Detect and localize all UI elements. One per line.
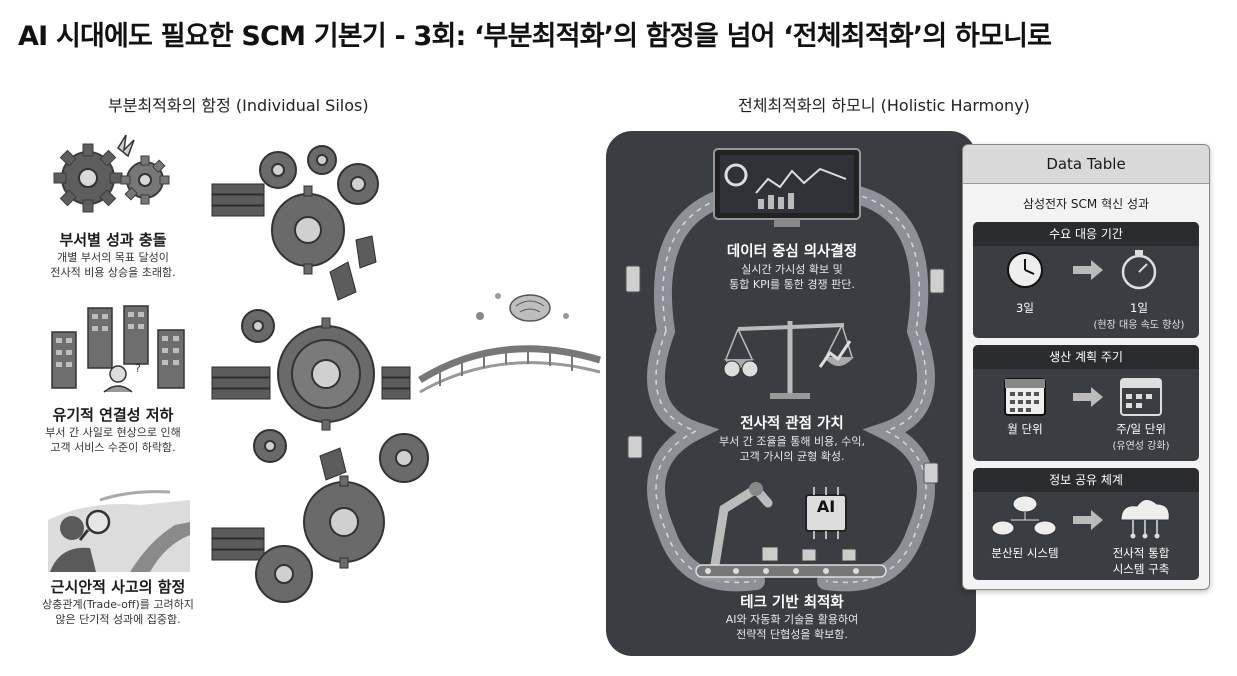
silo-item-desc: 부서 간 사일로 현상으로 인해 — [45, 426, 181, 439]
integrated-cloud-icon — [1120, 499, 1170, 539]
broken-wall-icon — [211, 183, 411, 561]
harmony-item-title: 데이터 중심 의사결정 — [726, 244, 858, 260]
silos-section-title: 부분최적화의 함정 (Individual Silos) — [108, 96, 369, 115]
harmony-item-title: 테크 기반 최적화 — [740, 595, 844, 611]
silo-buildings-icon: ? — [51, 305, 185, 393]
data-table-row: 정보 공유 체계 분산된 시스템 전사적 통합 시스템 구축 — [973, 468, 1199, 580]
silos-illustration: ? — [48, 134, 602, 603]
harmony-item-title: 전사적 관점 가치 — [740, 416, 844, 432]
ai-chip-label: AI — [816, 497, 836, 516]
silo-item-title: 부서별 성과 충돌 — [59, 231, 167, 249]
after-note: (현장 대응 속도 향상) — [1093, 320, 1185, 331]
ai-chip-icon — [805, 487, 847, 539]
data-table-subtitle: 삼성전자 SCM 혁신 성과 — [1022, 197, 1150, 211]
balance-scale-icon — [723, 321, 854, 399]
robot-arm-icon — [702, 482, 857, 581]
after-note: (유연성 강화) — [1112, 441, 1170, 452]
dashboard-monitor-icon — [713, 148, 861, 227]
page-title: AI 시대에도 필요한 SCM 기본기 - 3회: ‘부분최적화’의 함정을 넘… — [18, 21, 1052, 52]
arrow-right-icon — [1073, 260, 1103, 280]
before-value: 3일 — [1016, 301, 1034, 315]
harmony-item-desc: 전략적 단협성을 확보함. — [736, 628, 848, 641]
row-icons — [1007, 250, 1157, 290]
row-icons — [1004, 378, 1162, 416]
silo-item-desc: 전사적 비용 상승을 초래함. — [50, 266, 176, 279]
data-table-row: 수요 대응 기간 3일 1일 (현장 대응 속도 향상) — [973, 222, 1199, 338]
after-value: 주/일 단위 — [1116, 422, 1166, 436]
silo-item: 유기적 연결성 저하 부서 간 사일로 현상으로 인해 고객 서비스 수준이 하… — [18, 404, 208, 455]
harmony-item-desc: 통합 KPI를 통한 경쟁 판단. — [729, 278, 855, 291]
silo-item-desc: 상충관계(Trade-off)를 고려하지 — [42, 598, 194, 611]
data-table-card: Data Table 삼성전자 SCM 혁신 성과 수요 대응 기간 3일 1일… — [962, 144, 1210, 590]
silo-item-desc: 고객 서비스 수준이 하락함. — [50, 441, 176, 454]
after-value-line2: 시스템 구축 — [1112, 562, 1170, 576]
data-table-header: Data Table — [963, 145, 1209, 184]
silo-item-desc: 않은 단기적 성과에 집중함. — [55, 613, 181, 626]
silo-item: 부서별 성과 충돌 개별 부서의 목표 달성이 전사적 비용 상승을 초래함. — [28, 229, 198, 280]
harmony-item-desc: AI와 자동화 기술을 활용하여 — [725, 613, 859, 626]
harmony-item-desc: 실시간 가시성 확보 및 — [741, 263, 843, 276]
monthly-calendar-icon — [1004, 378, 1046, 416]
silo-item-title: 근시안적 사고의 함정 — [50, 578, 186, 596]
silo-item-desc: 개별 부서의 목표 달성이 — [57, 251, 169, 264]
bridge-icon — [418, 293, 602, 394]
before-value: 월 단위 — [1007, 422, 1043, 436]
harmony-item-desc: 고객 가시의 균형 확성. — [739, 450, 845, 463]
silo-item-title: 유기적 연결성 저하 — [52, 406, 174, 424]
magnifier-person-icon — [48, 490, 190, 572]
svg-text:?: ? — [135, 362, 141, 375]
weekly-calendar-icon — [1120, 378, 1162, 416]
conveyor-belt-icon — [695, 564, 887, 578]
after-value: 전사적 통합 — [1112, 546, 1170, 560]
data-table-row: 생산 계획 주기 월 단위 주/일 단위 (유연성 강화) — [973, 345, 1199, 461]
arrow-right-icon — [1073, 510, 1103, 530]
after-value: 1일 — [1130, 301, 1148, 315]
clock-icon — [1007, 252, 1043, 288]
before-value: 분산된 시스템 — [991, 546, 1059, 560]
harmony-item-desc: 부서 간 조율을 통해 비용, 수익, — [719, 435, 865, 448]
row-heading: 정보 공유 체계 — [973, 468, 1199, 492]
stopwatch-icon — [1121, 250, 1157, 290]
distributed-clouds-icon — [991, 495, 1057, 536]
clashing-gears-icon — [53, 134, 170, 213]
row-icons — [991, 495, 1170, 539]
row-heading: 수요 대응 기간 — [973, 222, 1199, 246]
row-heading: 생산 계획 주기 — [973, 345, 1199, 369]
arrow-right-icon — [1073, 387, 1103, 407]
harmony-section-title: 전체최적화의 하모니 (Holistic Harmony) — [738, 96, 1030, 115]
silo-item: 근시안적 사고의 함정 상충관계(Trade-off)를 고려하지 않은 단기적… — [18, 576, 218, 627]
harmony-road-illustration — [625, 148, 945, 592]
